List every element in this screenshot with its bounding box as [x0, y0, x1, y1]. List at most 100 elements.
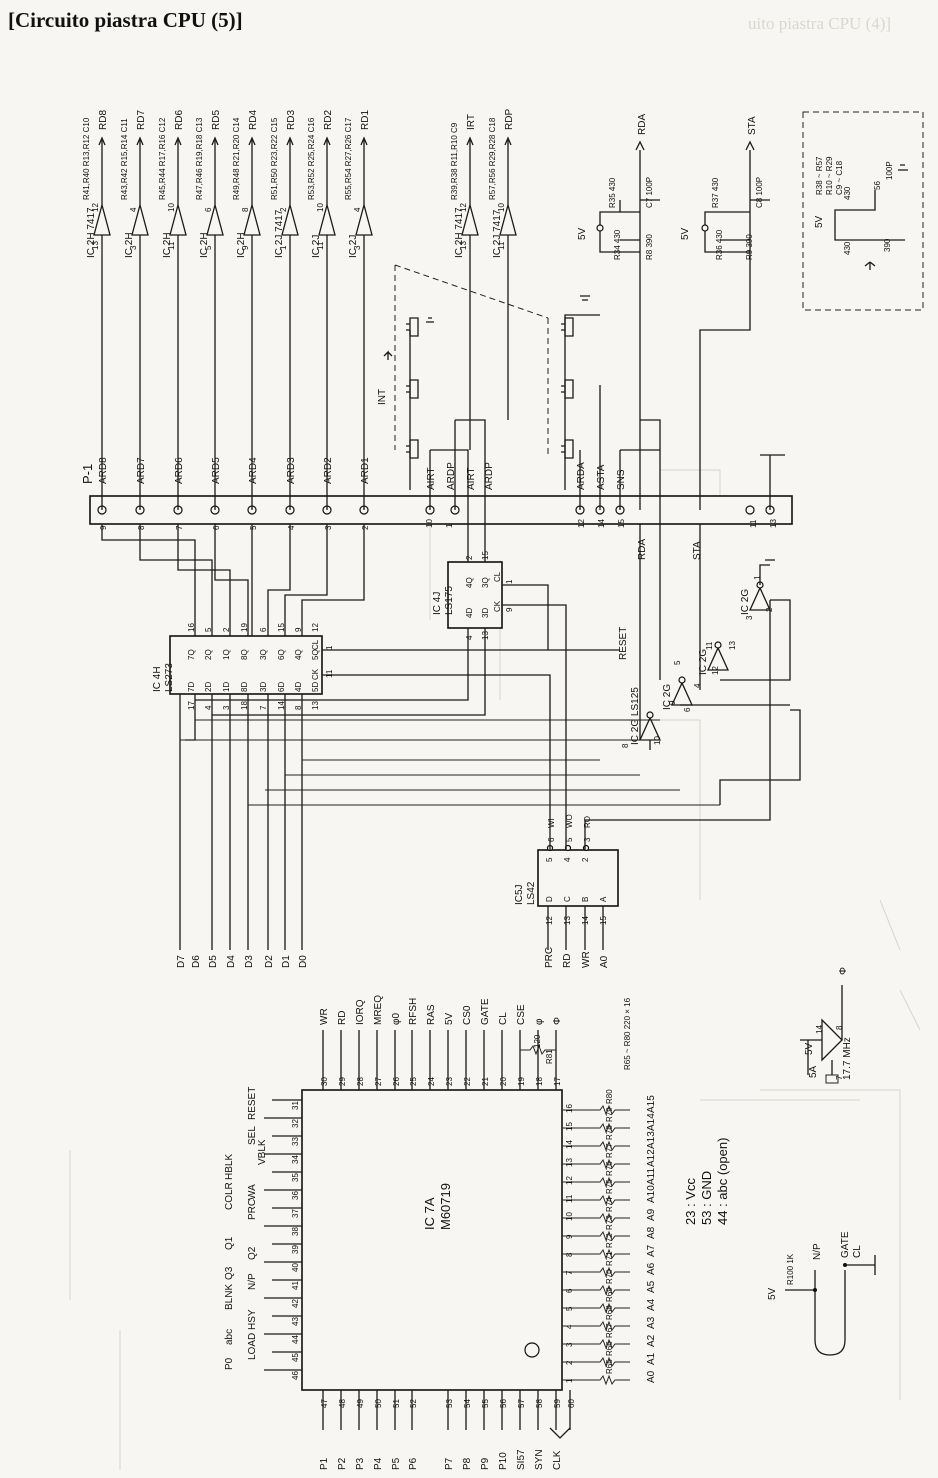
buffer-output-label: RD3: [286, 110, 297, 130]
data-bus-label: D0: [298, 955, 309, 968]
connector-pin-label: ARD4: [248, 457, 259, 484]
ic7a-address-label: A11: [646, 1168, 657, 1185]
gate-label: IC 2G LS125: [630, 687, 641, 745]
ic4h-q-pin: 6Q: [277, 649, 286, 660]
ic7a-left-pin-num: 37: [291, 1209, 300, 1218]
ic7a-left-pin-num: 42: [291, 1299, 300, 1308]
ic4j-box: [447, 561, 503, 629]
buffer-ic-label: IC 2H: [236, 232, 247, 258]
buffer-output-label: RD5: [211, 110, 222, 130]
connector-pin-number: 7: [175, 525, 184, 530]
gate-bubble: [678, 676, 686, 684]
buffer-ic-label: IC 2J: [311, 235, 322, 258]
ic7a-top-pin-num: 19: [517, 1077, 526, 1086]
buffer-output-label: RD7: [136, 110, 147, 130]
gate-pin-num: 9: [668, 700, 677, 705]
ic4h-name: IC 4H: [152, 666, 163, 692]
ic7a-left-pin-num: 43: [291, 1317, 300, 1326]
connector-pin-label: AIRT: [426, 467, 437, 490]
ic4h-d-num: 8: [294, 705, 303, 710]
osc-pin-7: 7: [835, 1075, 844, 1080]
ic4j-pin: 4Q: [465, 577, 474, 588]
ic7a-bottom-pin-num: 51: [392, 1399, 401, 1408]
ic4h-d-pin: 8D: [240, 682, 249, 692]
ic7a-bottom-signal: P1: [319, 1457, 330, 1470]
ic7a-top-signal: RFSH: [408, 998, 419, 1025]
ic5j-input-pin: C: [563, 896, 572, 902]
data-bus-label: D7: [176, 955, 187, 968]
ic7a-resistor-label: R77: [605, 1143, 614, 1158]
ic7a-top-pin-num: 29: [338, 1077, 347, 1086]
ic4h-d-pin: 1D: [222, 682, 231, 692]
buffer-pin-in: 9: [241, 245, 250, 250]
ic7a-top-signal: φ0: [391, 1013, 402, 1025]
ic7a-bottom-signal: CLK: [552, 1450, 563, 1470]
ic4h-q-pin: 7Q: [187, 649, 196, 660]
ic5j-input-pin: A: [599, 896, 608, 902]
buffer-resistor-label: R55,R54 R27,R26 C17: [344, 117, 353, 200]
np-cl: CL: [852, 1245, 863, 1258]
gate-bubble: [646, 711, 654, 719]
connector-pin-label: ARD7: [136, 457, 147, 484]
ic7a-note: 44 : abc (open): [715, 1138, 730, 1225]
osc-output: Φ: [838, 967, 849, 975]
ic7a-bottom-pin-num: 47: [320, 1399, 329, 1408]
buffer-pin-out: 12: [459, 203, 468, 212]
buffer-ic-label: IC 2H: [162, 232, 173, 258]
ic5j-input-pin: D: [545, 896, 554, 902]
legend-r38-r57: R38 ~ R57: [815, 156, 824, 195]
ic4h-q-pin: 5Q: [311, 649, 320, 660]
ic7a-resistor-label: R78: [605, 1125, 614, 1140]
gate-label: IC 2G: [740, 589, 751, 615]
ic7a-top-pin-num: 21: [481, 1077, 490, 1086]
ic7a-note: 23 : Vcc: [683, 1178, 698, 1225]
buffer-ic-label: IC 2H: [199, 232, 210, 258]
gate-label: IC 2G: [698, 649, 709, 675]
ic7a-part: M60719: [438, 1183, 453, 1230]
ic7a-resistor-label: R76: [605, 1161, 614, 1176]
osc-pin-8: 8: [835, 1025, 844, 1030]
connector-pin-number: 13: [769, 519, 778, 528]
connector-pin-number: 1: [445, 523, 454, 528]
ic7a-right-pin-num: 14: [565, 1140, 574, 1149]
int-dashed-box: [394, 264, 549, 455]
connector-name: P-1: [80, 464, 95, 484]
ic4j-pin: 4D: [465, 608, 474, 618]
data-bus-label: D2: [264, 955, 275, 968]
ic7a-address-label: A1: [646, 1352, 657, 1365]
legend-r10-r29: R10 ~ R29: [825, 156, 834, 195]
connector-pin-number: 14: [597, 519, 606, 528]
r81-value: 120: [533, 1034, 542, 1048]
sta-pullup-r36: R36 430: [715, 229, 724, 260]
ic7a-address-label: A5: [646, 1280, 657, 1293]
ic7a-left-pin-num: 45: [291, 1353, 300, 1362]
gate-pin-num: 4: [693, 683, 702, 688]
ic7a-address-label: A7: [646, 1244, 657, 1257]
buffer-pin-in: 13: [459, 241, 468, 250]
reset-label: RESET: [618, 627, 629, 660]
ic7a-top-signal: MREQ: [373, 995, 384, 1025]
connector-pin-number: 10: [425, 519, 434, 528]
buffer-pin-in: 1: [279, 245, 288, 250]
ic4h-d-pin: 5D: [311, 682, 320, 692]
buffer-pin-in: 11: [316, 241, 325, 250]
np-r100: R100 1K: [786, 1253, 795, 1285]
connector-pin-label: ARD3: [286, 457, 297, 484]
ic7a-bottom-pin-num: 60: [567, 1399, 576, 1408]
ic4h-q-num: 5: [204, 627, 213, 632]
sta-pullup-r37: R37 430: [711, 177, 720, 208]
ic7a-right-pin-num: 15: [565, 1122, 574, 1131]
gate-symbol: [706, 646, 730, 671]
ic4h-q-num: 12: [311, 623, 320, 632]
ic7a-bottom-signal: SI57: [516, 1449, 527, 1470]
buffer-ic-label: IC 2J: [348, 235, 359, 258]
np-5v: 5V: [767, 1287, 778, 1300]
ic7a-left-signal: N/P: [247, 1273, 258, 1290]
ic7a-left-signal: SEL: [247, 1126, 258, 1145]
ic7a-right-pin-num: 16: [565, 1104, 574, 1113]
ic7a-bottom-signal: P5: [391, 1457, 402, 1470]
np-jumper: [785, 1255, 876, 1356]
ic7a-left-pin-num: 41: [291, 1281, 300, 1290]
ic7a-left-pin-num: 44: [291, 1335, 300, 1344]
